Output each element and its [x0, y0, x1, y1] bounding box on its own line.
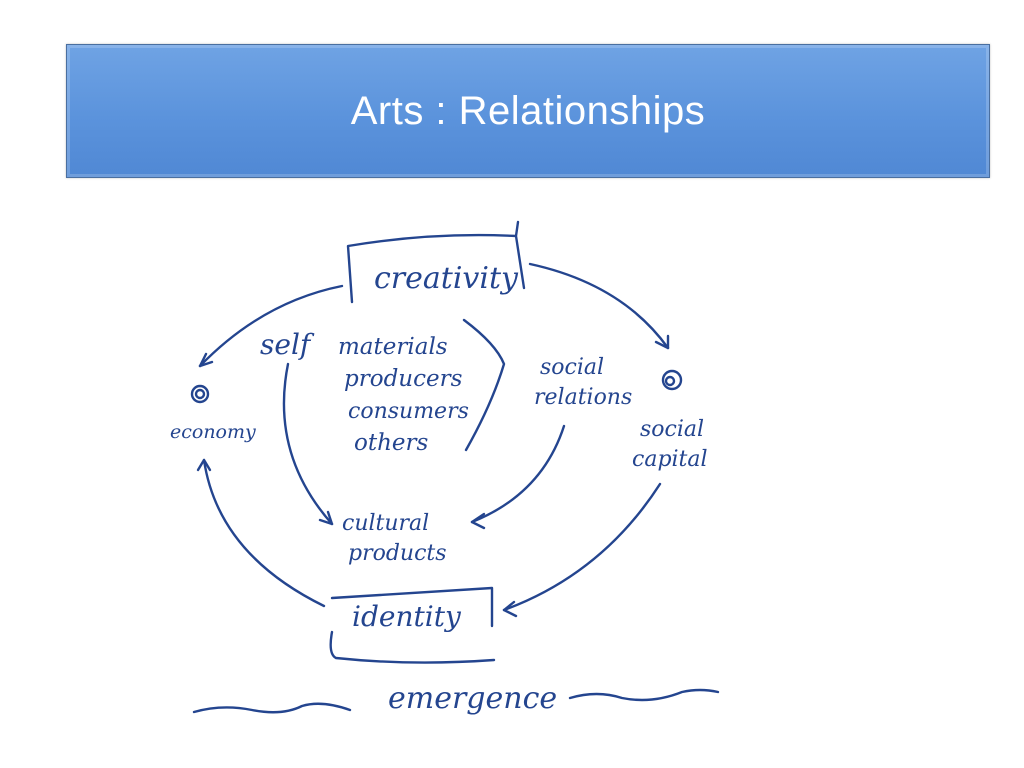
node-economy: economy	[170, 421, 256, 443]
label-products: products	[348, 541, 447, 566]
arc-capital-identity	[502, 482, 662, 612]
node-social-capital-2: capital	[632, 447, 708, 472]
arc-self-cultural	[282, 362, 334, 526]
center-bracket	[462, 318, 506, 452]
node-identity: identity	[352, 600, 462, 633]
node-creativity: creativity	[374, 261, 519, 296]
slide-title: Arts : Relationships	[350, 88, 706, 133]
relationship-diagram: creativity identity economy social capit…	[152, 214, 774, 726]
identity-box	[329, 586, 496, 664]
emergence-squiggle-right	[568, 688, 720, 702]
node-social-capital-1: social	[640, 417, 704, 442]
center-item-others: others	[354, 430, 429, 456]
center-item-consumers: consumers	[348, 399, 469, 424]
arc-identity-economy	[202, 458, 326, 608]
label-social-relations-1: social	[540, 355, 604, 380]
label-cultural: cultural	[342, 511, 429, 536]
center-item-materials: materials	[338, 334, 448, 360]
title-banner: Arts : Relationships	[66, 44, 990, 178]
label-emergence: emergence	[388, 681, 557, 716]
center-item-producers: producers	[344, 366, 463, 392]
emergence-squiggle-left	[192, 702, 352, 714]
label-self: self	[260, 328, 315, 361]
arc-creativity-capital	[528, 262, 670, 350]
arc-creativity-economy	[198, 284, 344, 368]
arc-relations-cultural	[470, 424, 566, 524]
label-social-relations-2: relations	[534, 385, 632, 410]
creativity-box	[346, 220, 526, 304]
